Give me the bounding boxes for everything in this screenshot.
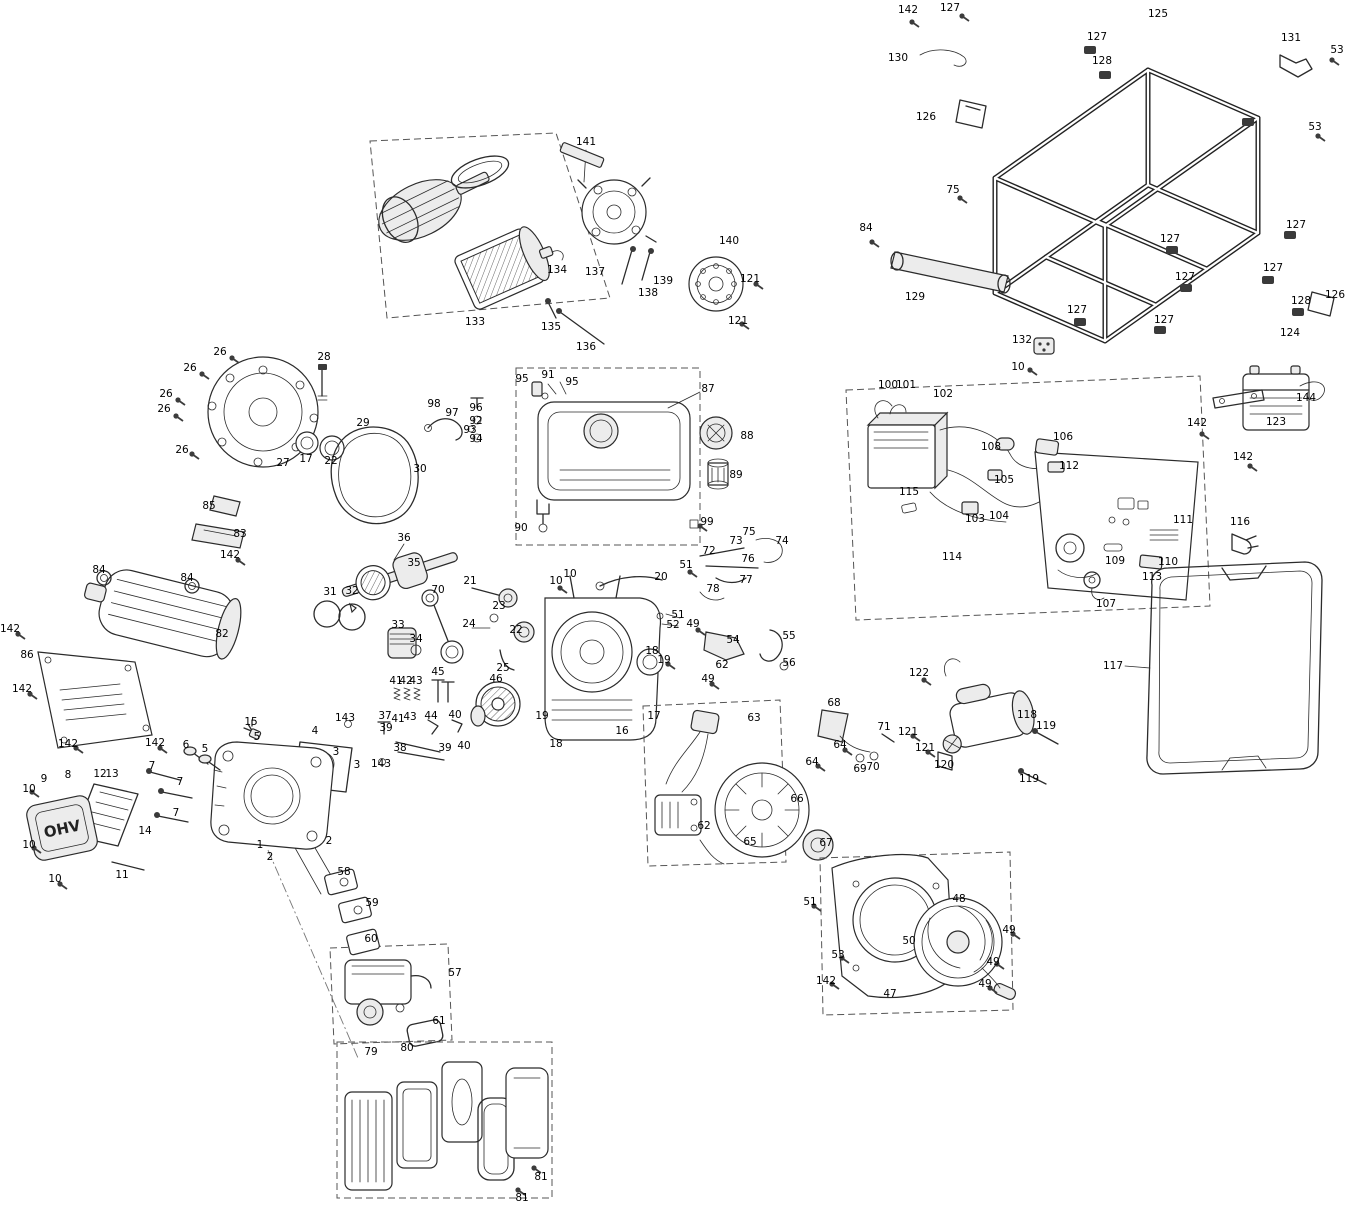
muffler-assembly-art [37, 495, 245, 749]
valvetrain-art [344, 679, 521, 766]
air-cleaner-assembly-art [336, 1041, 553, 1199]
recoil-starter-art [819, 851, 1017, 1016]
frame-assembly-art [890, 46, 1335, 355]
alternator-assembly-art [369, 132, 744, 345]
side-door-art [1124, 561, 1323, 775]
cylinder-head-art: OHV [26, 719, 359, 1059]
starter-motor-art [817, 658, 1059, 785]
battery-wire-144 [1299, 381, 1325, 401]
crankcase-cover-art [207, 356, 484, 525]
battery-assembly-art [1212, 365, 1325, 431]
ignition-flywheel-art [642, 699, 834, 867]
crankshaft-piston-art [313, 543, 535, 671]
control-panel-assembly-art [845, 375, 1259, 621]
carburetor-assembly-art [324, 868, 453, 1047]
engine-block-art [284, 538, 789, 895]
fuel-tank-assembly-art [515, 367, 733, 546]
